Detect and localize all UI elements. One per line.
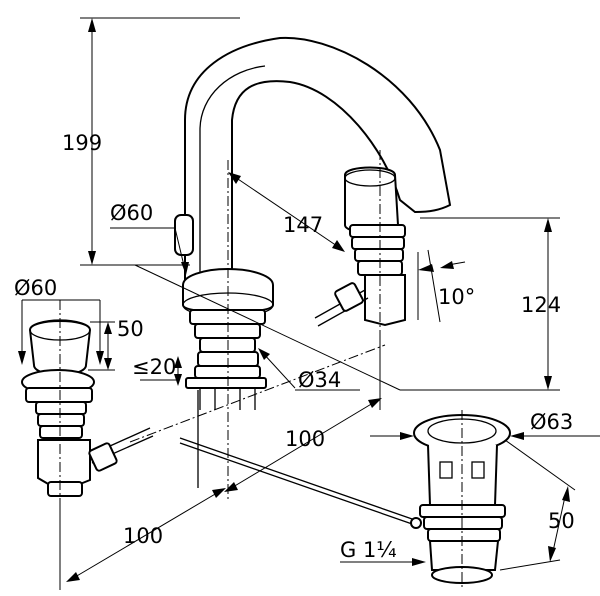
label-hole-diameter: Ø34 [298, 368, 341, 392]
label-center-spacing-right: 100 [285, 427, 325, 451]
label-handle-height: 50 [117, 317, 144, 341]
label-height-total: 199 [62, 131, 102, 155]
label-outlet-height: 124 [521, 293, 561, 317]
center-lines [59, 150, 463, 590]
label-spout-reach: 147 [283, 213, 323, 237]
label-base-diameter: Ø60 [110, 201, 153, 225]
left-handle [21, 319, 154, 497]
label-handle-diameter: Ø60 [14, 276, 57, 300]
dimension-lines [18, 17, 600, 590]
label-waste-thread: G 1¼ [340, 538, 397, 562]
waste-drain [179, 390, 511, 584]
right-valve [314, 166, 406, 327]
label-waste-height: 50 [548, 509, 575, 533]
label-swivel-angle: 10° [438, 285, 475, 309]
label-waste-diameter: Ø63 [530, 410, 573, 434]
label-center-spacing-left: 100 [123, 524, 163, 548]
dimension-labels: 199 147 Ø60 Ø60 50 ≤20 Ø34 10° 124 100 1… [14, 131, 575, 562]
label-deck-thickness: ≤20 [132, 355, 176, 379]
